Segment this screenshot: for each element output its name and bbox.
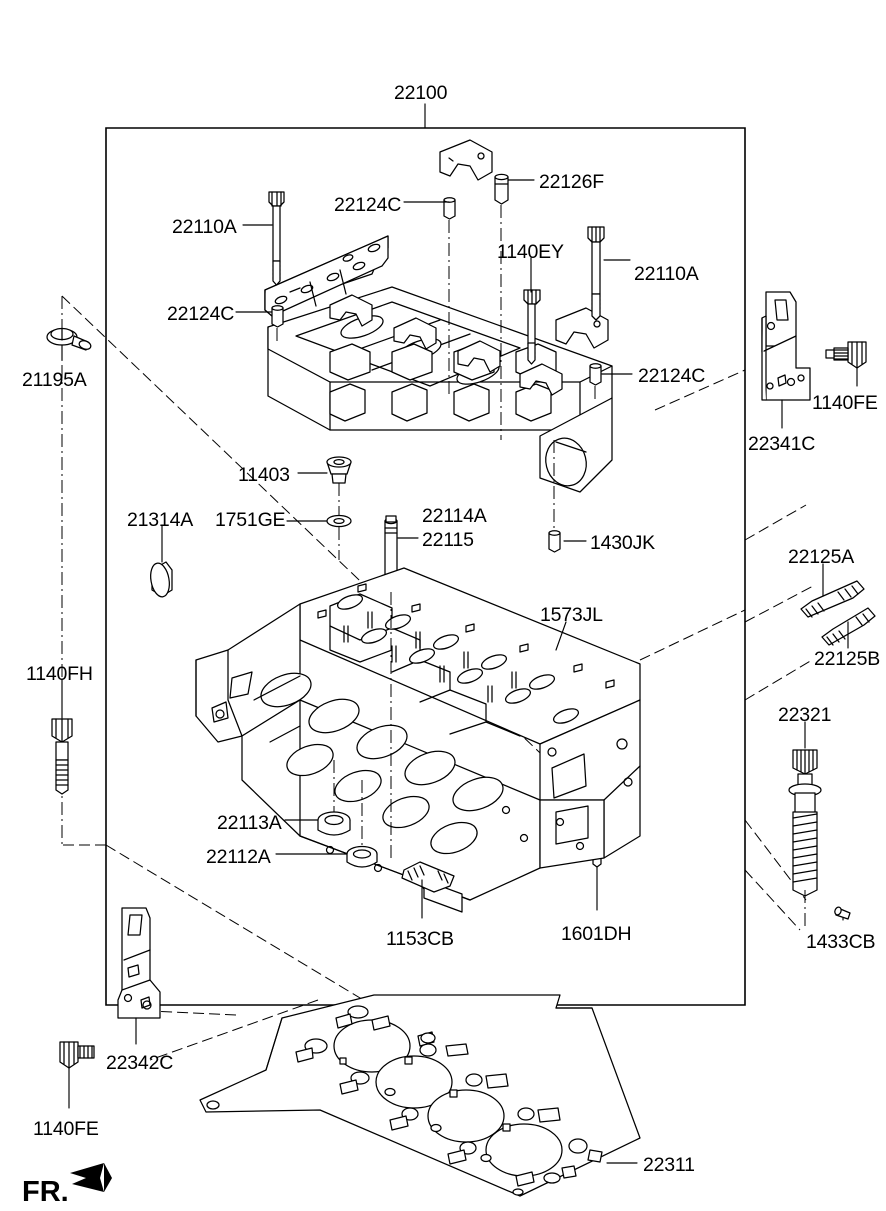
label-1140FH: 1140FH <box>26 663 93 685</box>
label-1140FE-right: 1140FE <box>812 392 878 414</box>
label-1153CB: 1153CB <box>386 928 454 950</box>
label-22125A: 22125A <box>788 546 855 568</box>
bolt-1140FH <box>51 718 73 795</box>
label-21314A: 21314A <box>127 509 194 531</box>
label-11403: 11403 <box>238 464 290 486</box>
dowel-22124C-top <box>443 197 456 220</box>
label-1573JL: 1573JL <box>540 604 603 626</box>
label-1430JK: 1430JK <box>590 532 655 554</box>
stud-22125A <box>800 580 865 618</box>
bolt-1140FE-bottom <box>59 1041 95 1069</box>
pin-1433CB <box>834 906 851 920</box>
bolt-1140EY <box>523 289 541 365</box>
label-22124C-top: 22124C <box>334 194 402 216</box>
valve-seat-22113A <box>317 811 351 836</box>
camshaft-bearing-rail <box>264 235 389 317</box>
label-1433CB: 1433CB <box>806 931 876 953</box>
label-22110A-left: 22110A <box>172 216 237 238</box>
cylinder-head-gasket-22311 <box>199 994 641 1197</box>
label-22321: 22321 <box>778 704 832 726</box>
part-11403 <box>326 456 352 484</box>
label-22110A-right: 22110A <box>634 263 699 285</box>
dowel-pins <box>271 173 851 920</box>
bolt-22110A-right <box>587 226 605 321</box>
dowel-22124C-left <box>271 305 284 328</box>
bracket-22341C <box>761 291 811 401</box>
label-1601DH: 1601DH <box>561 923 632 945</box>
bolt-22110A-left <box>268 191 285 286</box>
label-22126F: 22126F <box>539 171 604 193</box>
assembly-group-frame <box>105 103 746 1006</box>
part-21195A <box>46 327 92 351</box>
label-22311: 22311 <box>643 1154 695 1176</box>
part-21314A <box>150 561 173 598</box>
label-22124C-right: 22124C <box>638 365 706 387</box>
label-22342C: 22342C <box>106 1052 174 1074</box>
label-22341C: 22341C <box>748 433 816 455</box>
label-22124C-left: 22124C <box>167 303 235 325</box>
label-21195A: 21195A <box>22 369 87 391</box>
label-1140EY: 1140EY <box>497 241 564 263</box>
bolt-1140FE-right <box>825 341 867 369</box>
bolt-22321 <box>788 749 822 897</box>
label-22100: 22100 <box>394 82 448 104</box>
cam-cap-loose-upper <box>439 139 493 181</box>
leader-lines <box>61 179 858 1164</box>
projection-lines <box>61 295 816 1061</box>
valve-seat-22112A <box>346 845 378 868</box>
label-22114A: 22114A <box>422 505 487 527</box>
dowel-22126F <box>494 173 509 205</box>
dowel-22124C-right <box>589 363 602 386</box>
stud-1153CB <box>401 861 455 893</box>
label-1751GE: 1751GE <box>215 509 286 531</box>
bracket-22342C <box>117 907 161 1019</box>
label-22115: 22115 <box>422 529 474 551</box>
label-1140FE-bottom: 1140FE <box>33 1118 99 1140</box>
front-direction-arrow <box>70 1163 112 1192</box>
camshaft-carrier-upper <box>267 286 613 493</box>
part-1751GE <box>326 514 352 528</box>
label-22113A: 22113A <box>217 812 282 834</box>
label-22112A: 22112A <box>206 846 271 868</box>
dowel-1430JK <box>548 530 561 553</box>
front-direction-text: FR. <box>22 1176 69 1208</box>
label-22125B: 22125B <box>814 648 881 670</box>
